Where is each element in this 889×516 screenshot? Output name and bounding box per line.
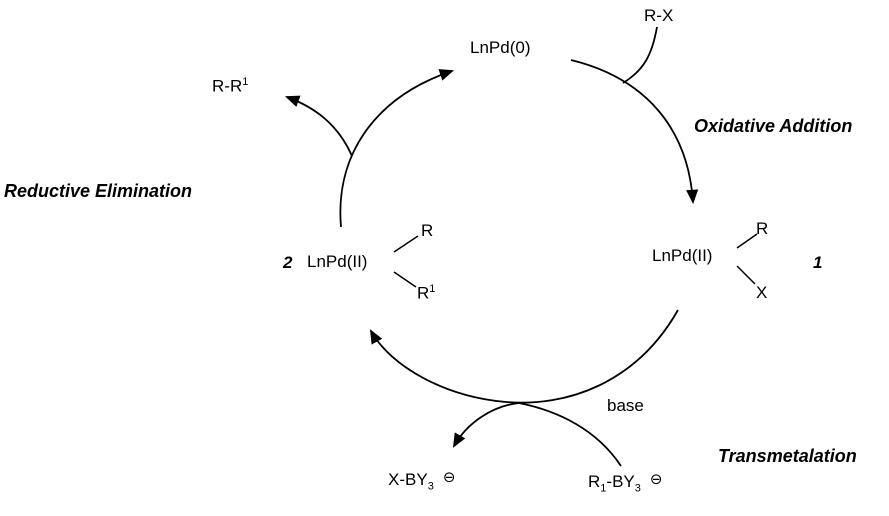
- arrow-boronate-exit: [452, 402, 520, 448]
- base-label: base: [607, 396, 644, 415]
- bond-int2-top: [393, 235, 419, 253]
- step-transmetalation: Transmetalation: [718, 446, 857, 466]
- species-product: R-R1: [212, 76, 248, 97]
- minus-charge-icon: ⊖: [649, 470, 663, 488]
- intermediate-1-number: 1: [813, 253, 823, 272]
- intermediate-2-ligand-bottom-base: R: [417, 283, 430, 303]
- intermediate-2-ligand-bottom-sup: 1: [429, 283, 436, 295]
- species-boronate-out-base: X-BY: [388, 470, 428, 489]
- step-oxidative-addition: Oxidative Addition: [694, 116, 853, 136]
- intermediate-2-ligand-top: R: [421, 221, 434, 240]
- line-rx-entry: [622, 26, 658, 84]
- intermediate-1-ligand-bottom: X: [756, 283, 768, 302]
- intermediate-2-ligand-bottom: R1: [417, 283, 435, 304]
- intermediate-2-label: LnPd(II): [307, 252, 368, 271]
- species-product-base: R-R: [212, 76, 243, 96]
- species-boronate-in: R1-BY3 ⊖: [588, 470, 663, 496]
- line-boronate-entry: [518, 402, 622, 467]
- intermediate-1-ligand-top: R: [756, 219, 769, 238]
- bond-int2-bottom: [393, 271, 417, 288]
- minus-charge-icon: ⊖: [442, 468, 456, 486]
- intermediate-1-label: LnPd(II): [652, 246, 713, 265]
- species-boronate-out-sub: 3: [427, 480, 434, 493]
- bond-int1-bottom: [736, 265, 756, 285]
- species-rx: R-X: [644, 6, 674, 25]
- species-boronate-in-sub2: 3: [634, 482, 641, 495]
- species-boronate-in-mid: -BY: [606, 472, 635, 491]
- species-pd0: LnPd(0): [470, 38, 531, 57]
- bond-int1-top: [736, 233, 758, 249]
- species-boronate-in-base: R: [588, 472, 601, 491]
- species-product-sup: 1: [242, 76, 249, 88]
- arrow-oxidative-addition: [570, 59, 699, 205]
- species-boronate-in-sub1: 1: [600, 482, 607, 495]
- arrow-transmetalation: [369, 309, 679, 404]
- arrow-reductive-elimination: [339, 69, 455, 228]
- step-reductive-elimination: Reductive Elimination: [4, 181, 193, 201]
- species-boronate-out: X-BY3 ⊖: [388, 468, 456, 494]
- arrow-product-release: [284, 95, 353, 157]
- intermediate-2-number: 2: [283, 253, 293, 272]
